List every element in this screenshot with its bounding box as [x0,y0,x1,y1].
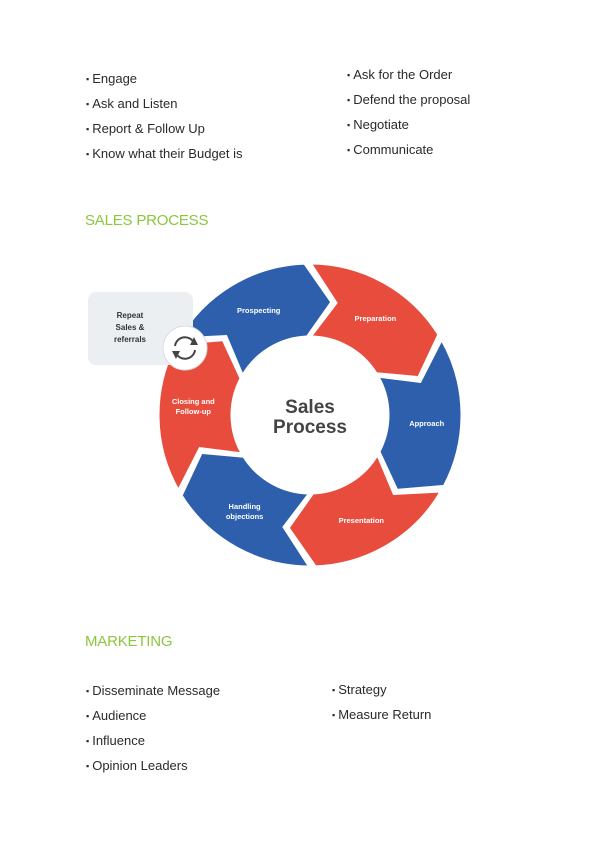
list-item: Engage [86,67,243,92]
list-item: Negotiate [347,113,470,138]
segment-label-handling-objections: Handling [229,502,261,511]
repeat-label-line3: referrals [114,335,147,344]
marketing-heading: MARKETING [85,633,173,650]
segment-label-closing-follow-up: Closing and [172,397,215,406]
segment-label-preparation: Preparation [355,314,397,323]
center-label-line1: Sales [285,397,335,418]
list-item: Ask and Listen [86,92,243,117]
sales-process-diagram: ProspectingPreparationApproachPresentati… [88,261,464,569]
refresh-cycle-icon [162,325,208,371]
list-item: Defend the proposal [347,88,470,113]
center-circle [232,337,388,493]
list-item: Report & Follow Up [86,117,243,142]
marketing-list-right: Strategy Measure Return [332,678,431,728]
top-list-left: Engage Ask and Listen Report & Follow Up… [86,67,243,167]
segment-label-handling-objections-line2: objections [226,512,264,521]
list-item: Opinion Leaders [86,754,220,779]
segment-label-closing-follow-up-line2: Follow-up [176,407,212,416]
list-item: Measure Return [332,703,431,728]
top-list-right: Ask for the Order Defend the proposal Ne… [347,63,470,163]
sales-process-heading: SALES PROCESS [85,212,209,229]
center-label-line2: Process [273,417,347,438]
list-item: Disseminate Message [86,679,220,704]
list-item: Influence [86,729,220,754]
list-item: Communicate [347,138,470,163]
list-item: Know what their Budget is [86,142,242,167]
list-item: Ask for the Order [347,63,470,88]
list-item: Audience [86,704,220,729]
segment-label-prospecting: Prospecting [237,306,281,315]
segment-label-presentation: Presentation [339,516,385,525]
segment-label-approach: Approach [409,419,444,428]
marketing-list-left: Disseminate Message Audience Influence O… [86,679,220,779]
list-item: Strategy [332,678,431,703]
repeat-label-line2: Sales & [116,323,145,332]
repeat-label-line1: Repeat [117,311,144,320]
